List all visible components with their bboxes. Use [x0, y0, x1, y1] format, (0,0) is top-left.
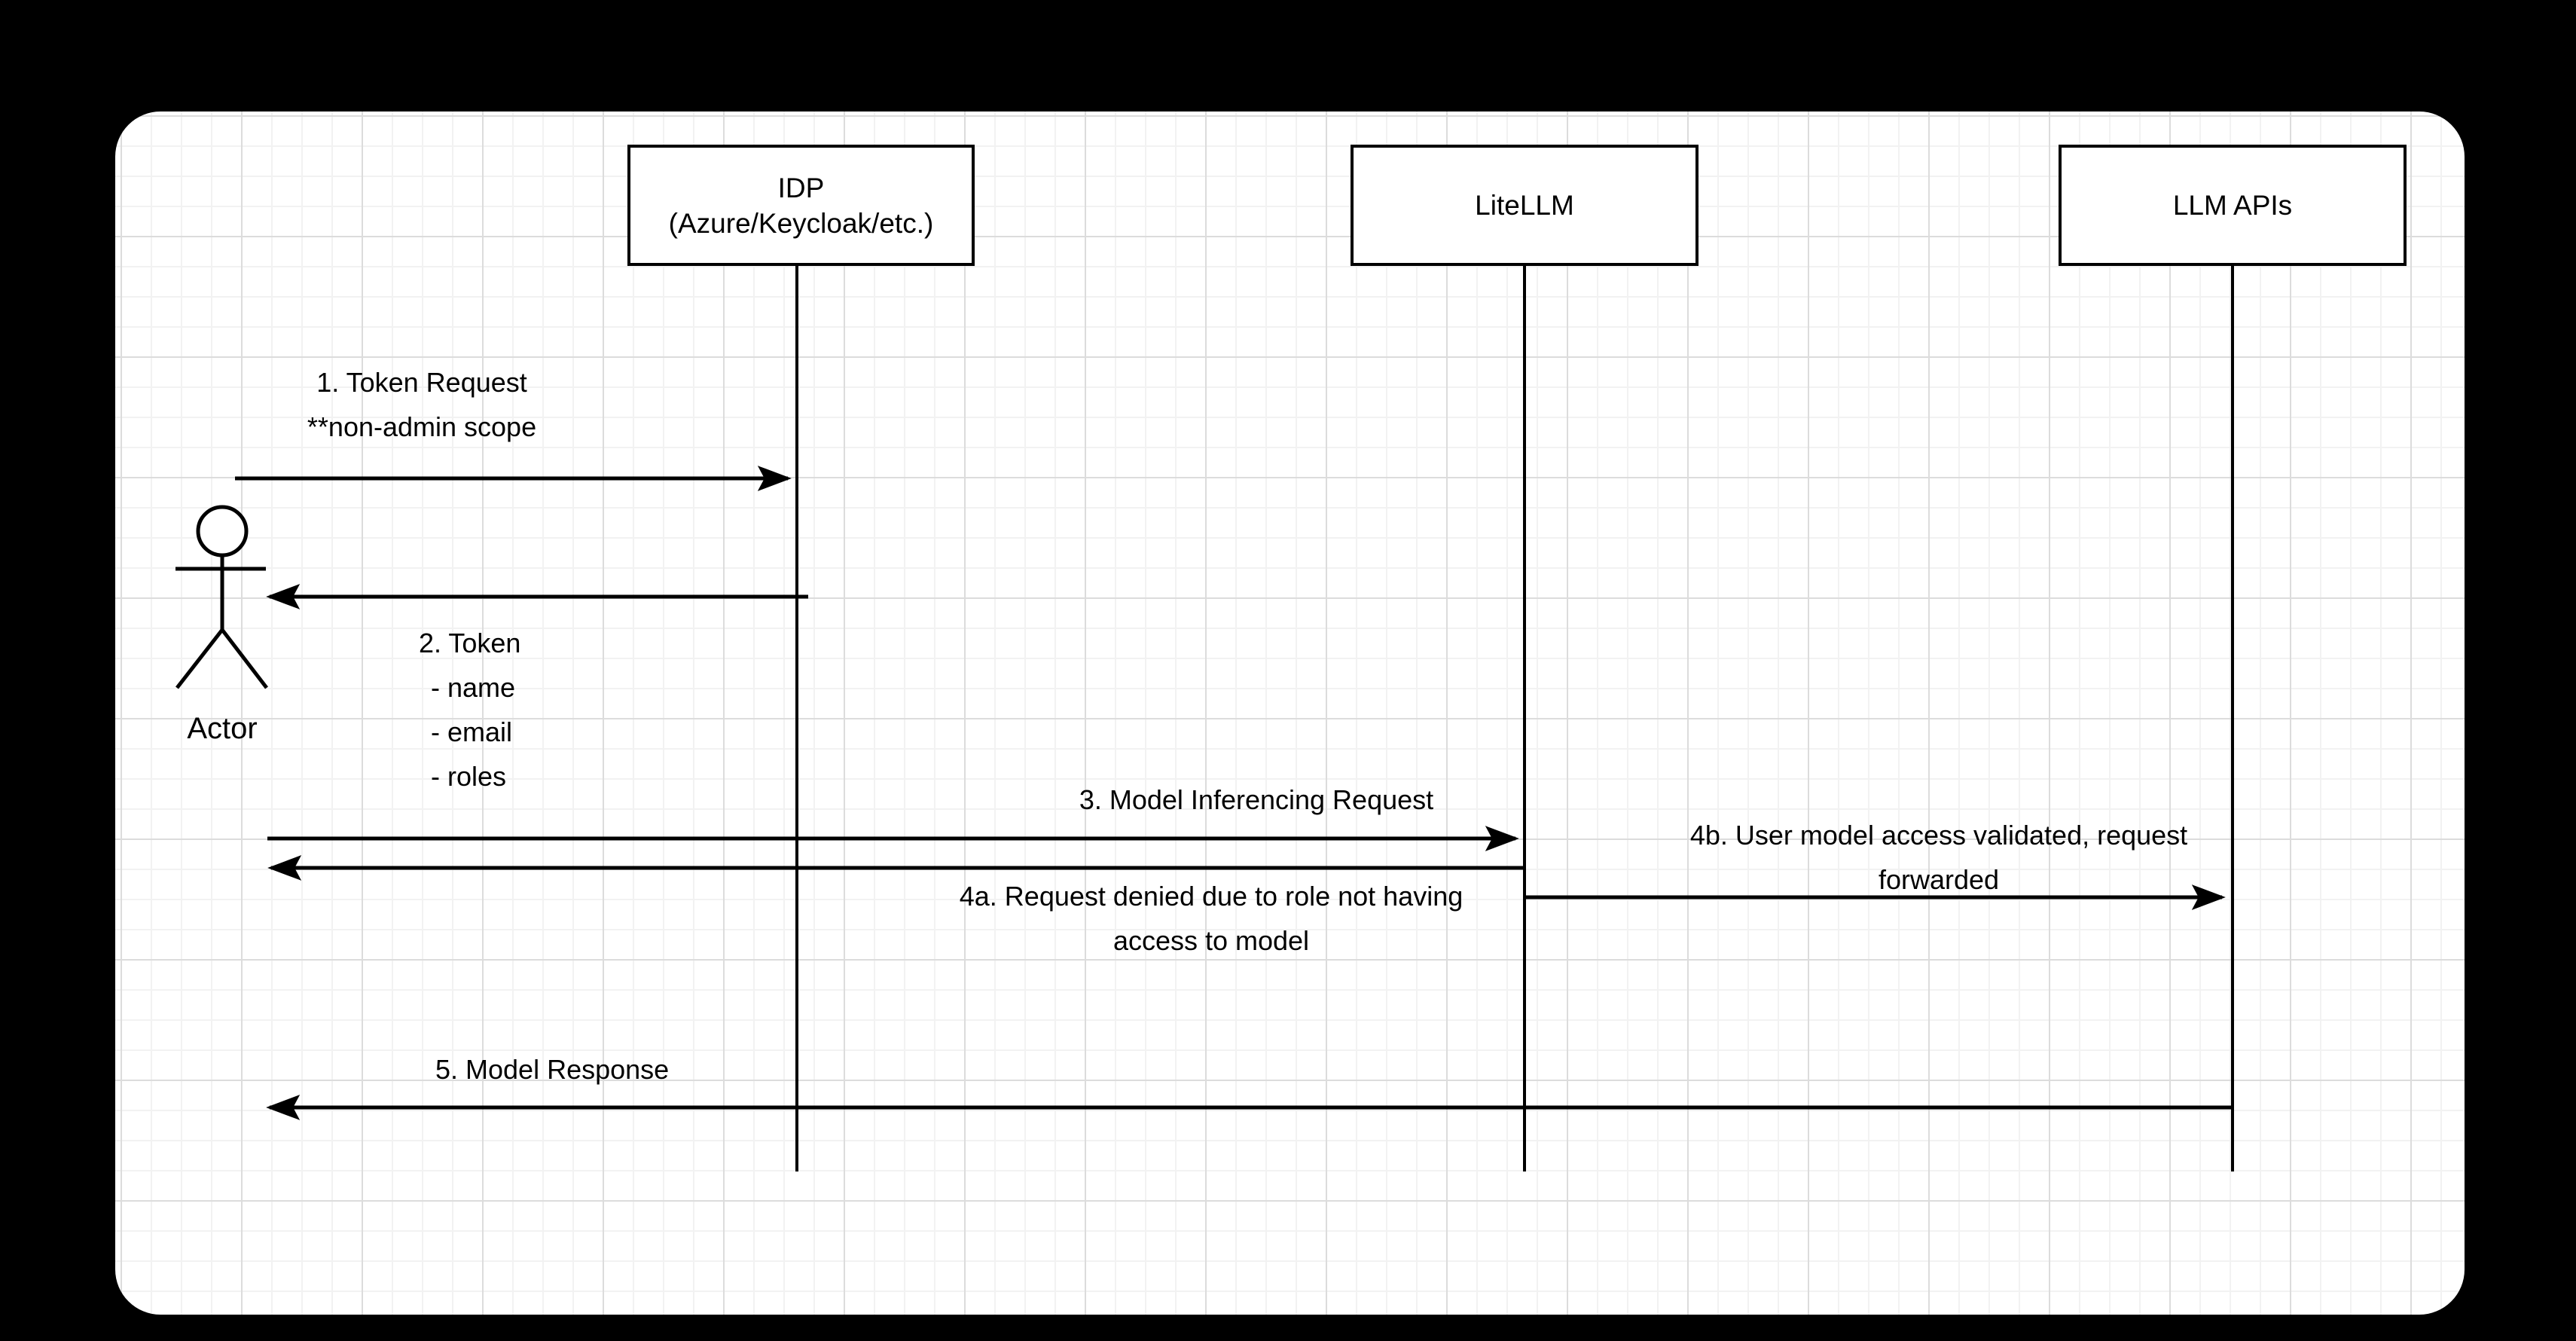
participant-label-line: LLM APIs	[2172, 190, 2293, 221]
message-line: - email	[431, 716, 513, 747]
participant-label-line: (Azure/Keycloak/etc.)	[668, 207, 934, 239]
actor-leg-left	[175, 628, 224, 689]
participant-label-line: LiteLLM	[1475, 190, 1574, 221]
message-line: access to model	[1113, 925, 1310, 956]
message-label-model-inferencing-request: 3. Model Inferencing Request	[1079, 777, 1433, 822]
actor-head	[196, 505, 249, 557]
message-line: **non-admin scope	[307, 411, 537, 442]
message-line: - name	[431, 672, 516, 703]
message-line: 1. Token Request	[316, 367, 527, 398]
message-label-access-validated: 4b. User model access validated, request…	[1690, 813, 2187, 902]
message-line: 3. Model Inferencing Request	[1079, 784, 1434, 815]
actor-leg-right	[221, 628, 268, 689]
participant-box-llm-apis: LLM APIs	[2059, 145, 2407, 266]
participant-box-idp: IDP (Azure/Keycloak/etc.)	[627, 145, 975, 266]
message-label-token-request: 1. Token Request **non-admin scope	[307, 360, 536, 449]
message-line: 5. Model Response	[435, 1054, 670, 1085]
message-label-token: 2. Token - name - email - roles	[419, 621, 520, 799]
message-line: 2. Token	[419, 628, 521, 658]
participant-box-litellm: LiteLLM	[1351, 145, 1699, 266]
actor-label: Actor	[187, 712, 258, 745]
message-label-request-denied: 4a. Request denied due to role not havin…	[960, 874, 1463, 963]
message-line: forwarded	[1878, 864, 2000, 895]
actor-figure	[175, 505, 268, 689]
message-label-model-response: 5. Model Response	[435, 1047, 669, 1092]
message-line: 4a. Request denied due to role not havin…	[959, 881, 1463, 912]
diagram-canvas	[115, 111, 2465, 1315]
participant-label-line: IDP	[777, 172, 825, 203]
message-line: 4b. User model access validated, request	[1689, 820, 2188, 851]
message-line: - roles	[431, 761, 507, 792]
